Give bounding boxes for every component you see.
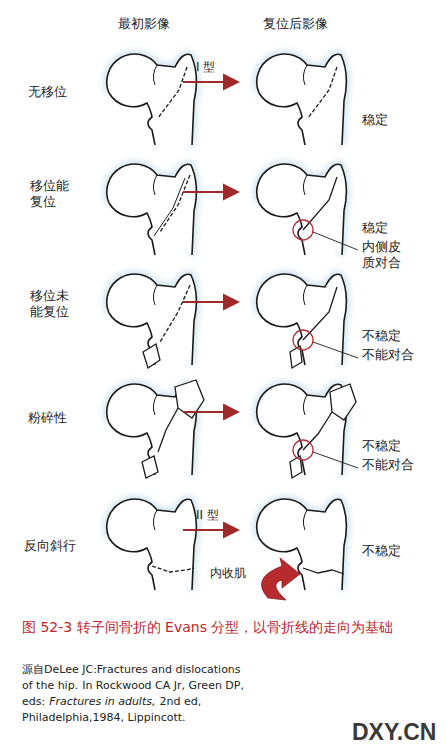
type-label: II 型	[196, 508, 219, 523]
row-label: 反向斜行	[24, 538, 76, 554]
source-note: 源自DeLee JC:Fractures and dislocations of…	[22, 662, 254, 726]
figure-caption: 图 52-3 转子间骨折的 Evans 分型，以骨折线的走向为基础	[22, 618, 427, 638]
source-text: Fractures in adults,	[49, 695, 155, 708]
result-label: 不稳定	[362, 328, 401, 344]
row-label: 无移位	[28, 84, 67, 100]
column-heading: 最初影像	[118, 16, 170, 32]
muscle-label: 内收肌	[208, 566, 248, 581]
result-label: 稳定	[362, 220, 388, 236]
type-label: I 型	[196, 60, 215, 75]
column-heading: 复位后影像	[263, 16, 328, 32]
result-label: 不稳定	[362, 438, 401, 454]
result-label: 稳定	[362, 112, 388, 128]
result-label: 不能对合	[362, 457, 414, 473]
result-label: 不能对合	[362, 347, 414, 363]
row-label: 粉碎性	[28, 410, 67, 426]
result-label: 不稳定	[362, 543, 401, 559]
row-label: 移位未能复位	[30, 288, 72, 321]
watermark: DXY.CN	[352, 718, 436, 747]
row-label: 移位能复位	[30, 178, 72, 211]
result-label: 内侧皮质对合	[362, 239, 404, 272]
